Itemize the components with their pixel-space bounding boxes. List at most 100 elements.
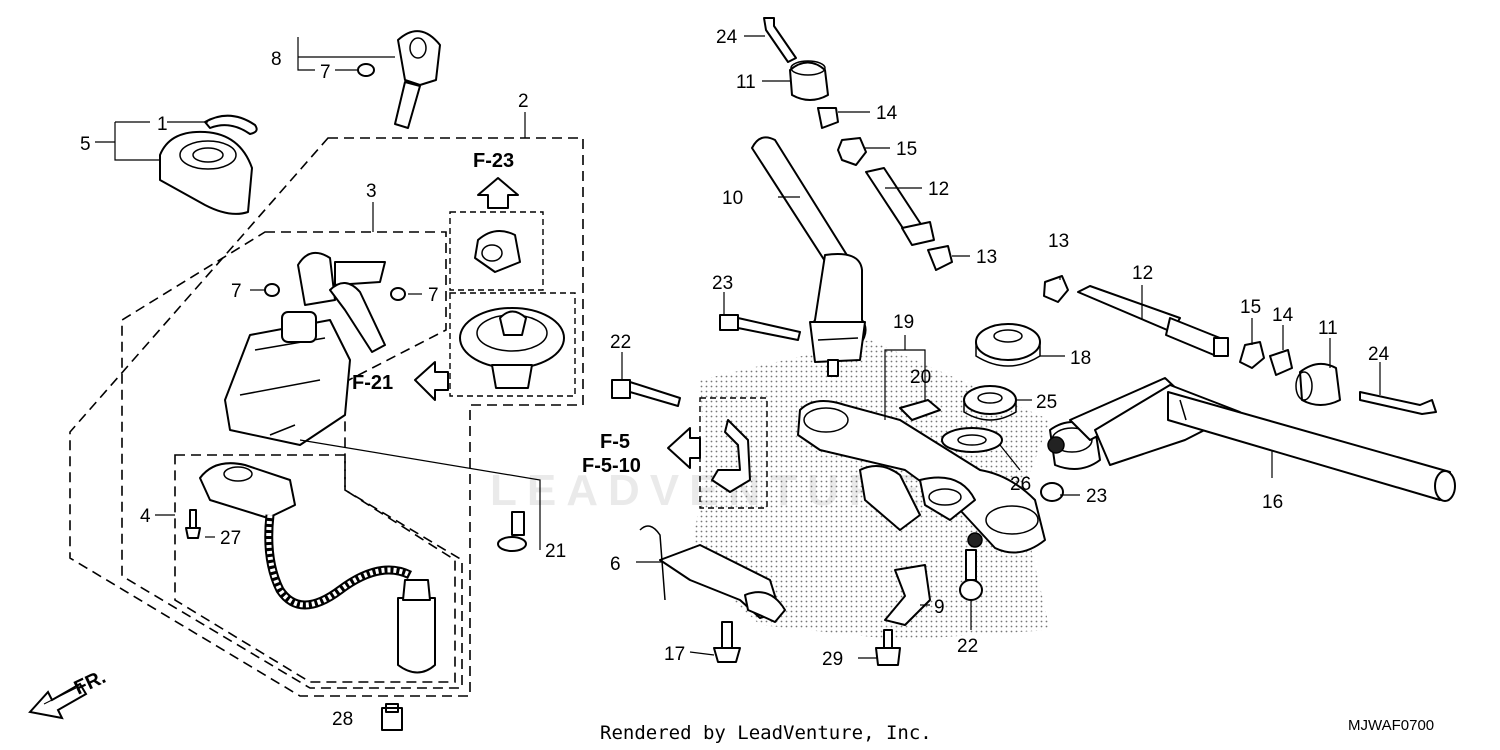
part-11-bar-end-top [789, 60, 829, 101]
callout-21: 21 [545, 541, 566, 562]
ref-arrow-f21-shape [414, 361, 449, 401]
part-20-washer [899, 399, 941, 421]
part-15-nut-right [1239, 341, 1265, 369]
part-14-insert-top [817, 107, 839, 129]
part-18-stem-nut [975, 323, 1041, 367]
callout-27: 27 [220, 528, 241, 549]
callout-2: 2 [518, 91, 529, 112]
part-26-washer [941, 427, 1003, 453]
callout-9: 9 [934, 597, 945, 618]
part-11-bar-end-right [1295, 362, 1341, 406]
part-3-ignition-switch [224, 251, 386, 446]
part-9-plate [884, 564, 931, 626]
callout-6: 6 [610, 554, 621, 575]
callout-11-right: 11 [1318, 318, 1338, 339]
part-29-bolt [875, 629, 901, 666]
part-wire-clamp [711, 419, 751, 493]
callout-13-top: 13 [976, 247, 997, 268]
part-12-rod-top [865, 167, 935, 246]
assembly-outline-2 [69, 137, 584, 697]
callout-7-top: 7 [320, 62, 331, 83]
part-7-nut-left [264, 283, 280, 297]
part-6-bracket [639, 525, 786, 623]
callout-23-left: 23 [712, 273, 733, 294]
part-8-key [394, 30, 441, 129]
part-27-screw [185, 509, 201, 539]
part-key-cylinder [474, 230, 521, 273]
part-7-nut-right [390, 287, 406, 301]
part-15-nut-top [837, 137, 867, 166]
leader-lines-right [621, 35, 1381, 659]
callout-11-top: 11 [736, 72, 756, 93]
part-28-clip [381, 703, 403, 731]
callout-24-top: 24 [716, 27, 738, 48]
footer-credit: Rendered by LeadVenture, Inc. [600, 722, 932, 744]
callout-25: 25 [1036, 392, 1057, 413]
part-1-circlip [204, 114, 258, 135]
callout-22-top: 22 [610, 332, 631, 353]
part-16-handlebar-right [1049, 377, 1456, 502]
callout-20: 20 [910, 367, 931, 388]
callout-7-right: 7 [428, 285, 439, 306]
callout-12-right: 12 [1132, 263, 1153, 284]
callout-26: 26 [1010, 474, 1031, 495]
callout-28: 28 [332, 709, 353, 730]
part-24-bolt-right [1359, 391, 1437, 415]
part-22-bolt-long [611, 379, 681, 407]
part-13-nut-right [1043, 275, 1069, 303]
callout-12-top: 12 [928, 179, 949, 200]
part-24-bolt-top [763, 17, 797, 63]
callout-14-right: 14 [1272, 305, 1294, 326]
part-switch-cover [459, 307, 565, 389]
subpart-box-b [449, 292, 576, 397]
part-5-collar [159, 130, 253, 215]
part-4-sensor-harness [199, 462, 436, 674]
callout-17: 17 [664, 644, 685, 665]
part-25-nut [963, 385, 1017, 421]
ref-label-f5: F-5 [600, 431, 630, 453]
ref-label-f5-10: F-5-10 [582, 455, 641, 477]
ref-arrow-f23 [477, 177, 519, 209]
callout-16: 16 [1262, 492, 1283, 513]
part-21-bolt [497, 511, 527, 552]
part-12-rod-right [1077, 285, 1229, 357]
callout-1: 1 [157, 114, 168, 135]
callout-13-right: 13 [1048, 231, 1069, 252]
callout-8: 8 [271, 49, 282, 70]
callout-7-left: 7 [231, 281, 242, 302]
part-19-top-bridge [797, 400, 1046, 554]
subpart-box-c [699, 397, 768, 509]
part-13-nut-top [927, 245, 953, 271]
part-22-bolt-lower [959, 532, 983, 601]
callout-15-top: 15 [896, 139, 917, 160]
callout-15-right: 15 [1240, 297, 1261, 318]
diagram-code: MJWAF0700 [1348, 717, 1434, 734]
callout-18: 18 [1070, 348, 1091, 369]
ref-label-f21: F-21 [352, 372, 393, 394]
callout-22-bottom: 22 [957, 636, 978, 657]
assembly-outline-3 [121, 231, 463, 689]
callout-3: 3 [366, 181, 377, 202]
part-17-screw [713, 621, 741, 663]
part-23-bolt-right [1040, 436, 1065, 502]
callout-10: 10 [722, 188, 743, 209]
part-10-handlebar-left [751, 136, 867, 377]
part-23-bolt-left [719, 314, 801, 341]
callout-numbers: 1 2 3 4 5 6 7 7 7 8 9 10 11 11 12 12 13 … [80, 27, 1390, 730]
subpart-box-a [449, 211, 544, 291]
part-7-nut-top [357, 63, 375, 77]
leader-lines-left [95, 37, 541, 550]
ref-label-f23: F-23 [473, 150, 514, 172]
part-14-insert-right [1269, 349, 1293, 376]
callout-14-top: 14 [876, 103, 898, 124]
callout-24-right: 24 [1368, 344, 1390, 365]
front-arrow: FR. [28, 666, 109, 720]
callout-29: 29 [822, 649, 843, 670]
ref-arrow-f5 [667, 427, 701, 469]
callout-5: 5 [80, 134, 91, 155]
callout-19: 19 [893, 312, 914, 333]
callout-23-right: 23 [1086, 486, 1107, 507]
callout-4: 4 [140, 506, 151, 527]
